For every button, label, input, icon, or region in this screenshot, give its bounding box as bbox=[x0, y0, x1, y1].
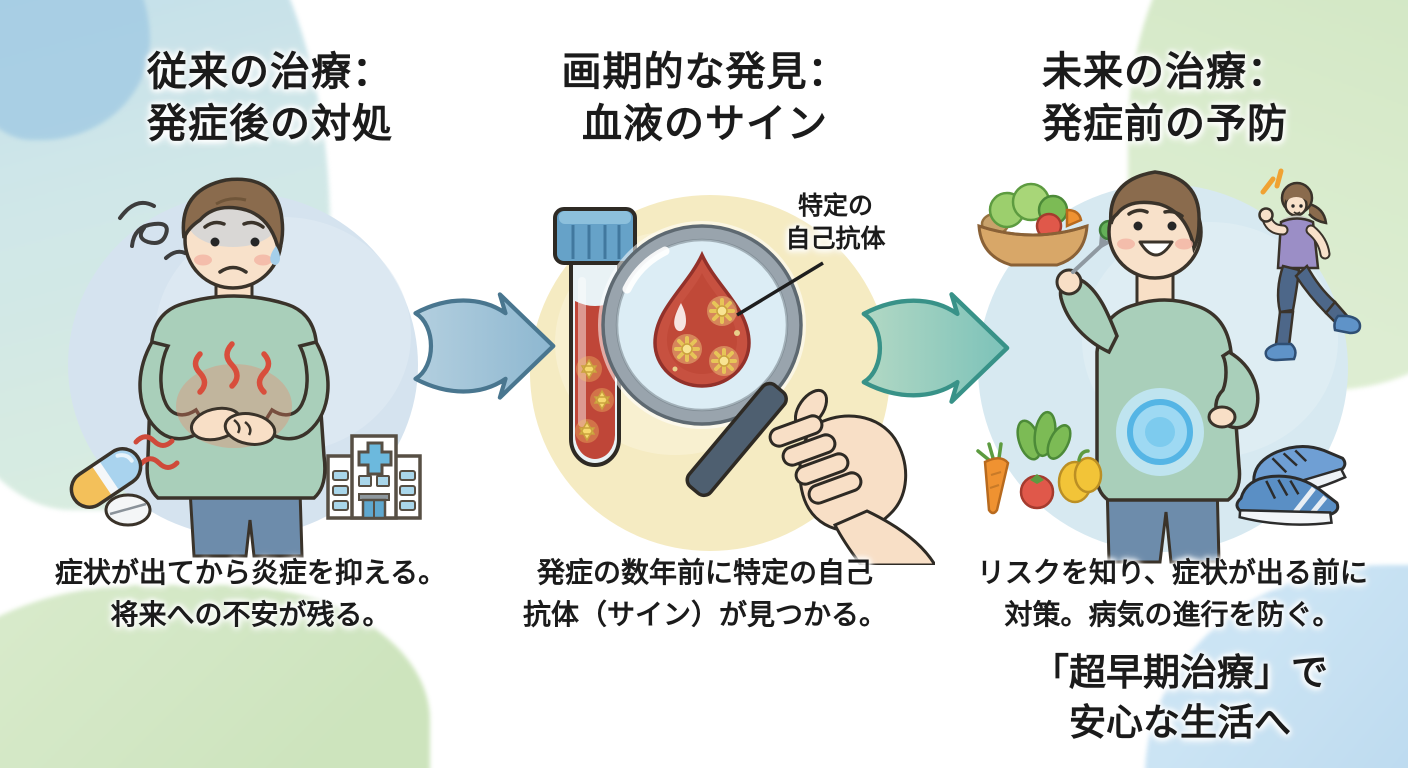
illustration-future-prevention bbox=[976, 168, 1362, 564]
conclusion-text: 「超早期治療」で 安心な生活へ bbox=[975, 648, 1385, 748]
blood-test-tube-icon bbox=[553, 207, 637, 467]
caption-line: 発症の数年前に特定の自己 bbox=[536, 557, 873, 588]
arrow-step1-to-step2 bbox=[413, 292, 556, 400]
autoantibody-stars-drop bbox=[672, 296, 740, 376]
caption-line: 将来への不安が残る。 bbox=[110, 599, 391, 630]
clasped-hands bbox=[189, 406, 277, 446]
title-line: 発症後の対処 bbox=[147, 102, 393, 146]
caption-line: リスクを知り、症状が出る前に bbox=[977, 557, 1368, 588]
sweat-drop-icon bbox=[270, 246, 281, 265]
title-breakthrough-discovery: 画期的な発見： 血液のサイン bbox=[495, 46, 915, 150]
worried-man-icon bbox=[133, 177, 330, 558]
illustration-blood-sign-discovery bbox=[530, 195, 935, 565]
stomach-pain-squiggles-icon bbox=[192, 341, 272, 395]
title-line: 発症前の予防 bbox=[1042, 102, 1288, 146]
side-pain-squiggles-icon bbox=[133, 434, 180, 470]
vegetable-bowl-icon bbox=[977, 182, 1089, 267]
annotation-line: 特定の bbox=[797, 192, 873, 220]
vegetables-icon bbox=[976, 410, 1103, 515]
blood-drop-icon bbox=[653, 250, 751, 388]
hospital-icon bbox=[326, 434, 422, 520]
hand-icon bbox=[768, 388, 935, 565]
caption-prevention: リスクを知り、症状が出る前に 対策。病気の進行を防ぐ。 bbox=[950, 552, 1395, 636]
title-line: 血液のサイン bbox=[582, 102, 828, 146]
annotation-pointer-line bbox=[736, 261, 824, 317]
title-conventional-treatment: 従来の治療： 発症後の対処 bbox=[40, 46, 500, 150]
sneakers-icon bbox=[1235, 444, 1347, 526]
caption-line: 抗体（サイン）が見つかる。 bbox=[522, 599, 887, 630]
caption-line: 対策。病気の進行を防ぐ。 bbox=[1004, 599, 1341, 630]
conclusion-line: 安心な生活へ bbox=[1069, 702, 1291, 743]
glowing-abdomen-icon bbox=[1116, 388, 1204, 476]
tablet-pill-icon bbox=[104, 493, 152, 527]
jogging-woman-icon bbox=[1258, 168, 1362, 362]
magnifier-handle bbox=[685, 381, 788, 498]
title-future-treatment: 未来の治療： 発症前の予防 bbox=[955, 46, 1375, 150]
autoantibody-stars-tube bbox=[575, 356, 614, 443]
caption-discovery: 発症の数年前に特定の自己 抗体（サイン）が見つかる。 bbox=[490, 552, 920, 636]
title-line: 未来の治療： bbox=[1042, 50, 1288, 94]
arrow-step2-to-step3 bbox=[861, 292, 1010, 404]
annotation-line: 自己抗体 bbox=[785, 225, 886, 253]
healthy-man-icon bbox=[1055, 170, 1260, 564]
capsule-pill-icon bbox=[69, 447, 143, 509]
caption-line: 症状が出てから炎症を抑える。 bbox=[54, 557, 447, 588]
frustration-scribble-icon bbox=[118, 201, 187, 260]
title-line: 画期的な発見： bbox=[561, 50, 849, 94]
conclusion-line: 「超早期治療」で bbox=[1032, 652, 1328, 693]
autoantibody-label: 特定の 自己抗体 bbox=[768, 190, 903, 256]
illustration-conventional-treatment bbox=[68, 177, 422, 558]
title-line: 従来の治療： bbox=[147, 50, 393, 94]
caption-conventional: 症状が出てから炎症を抑える。 将来への不安が残る。 bbox=[28, 552, 473, 636]
